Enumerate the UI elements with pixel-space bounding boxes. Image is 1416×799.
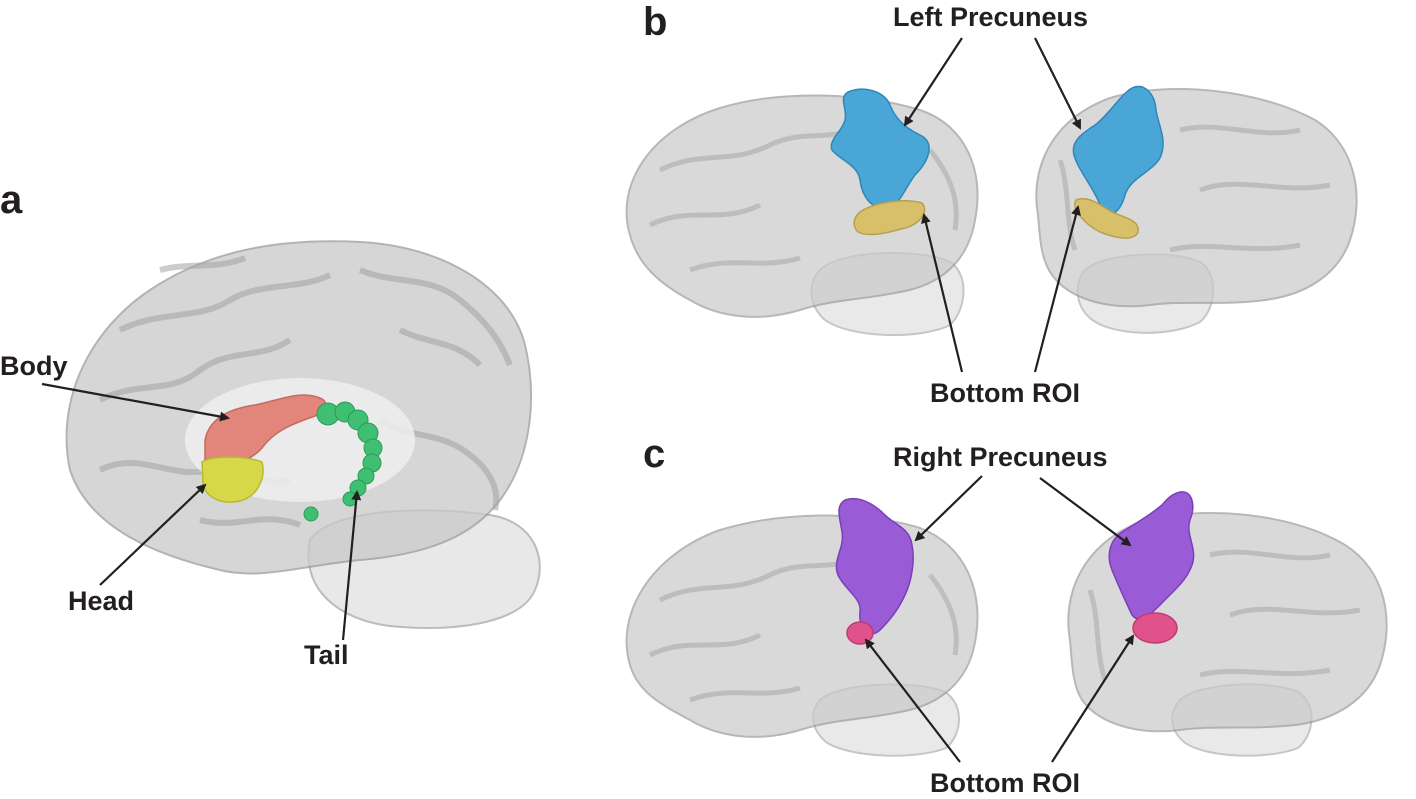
panel-b-right-cortex <box>1035 88 1358 308</box>
panel-a-brain <box>65 240 541 629</box>
arrow-bottom-roi-c2 <box>1051 634 1135 763</box>
panel-b-right-bottom-roi <box>1074 198 1139 239</box>
annotation-arrows <box>41 37 1135 763</box>
arrow-right-precuneus-c1 <box>914 475 983 542</box>
panel-c-left-bottom-roi <box>846 621 874 645</box>
arrow-head <box>99 483 207 586</box>
label-left-precuneus: Left Precuneus <box>893 2 1089 32</box>
panel-b-left-brain <box>625 88 979 336</box>
arrow-left-precuneus-b1 <box>903 37 963 127</box>
label-right-precuneus: Right Precuneus <box>893 442 1108 472</box>
panel-a-letter: a <box>0 178 23 222</box>
panel-c-left-brain <box>625 498 979 757</box>
panel-b-left-cortex <box>625 94 979 318</box>
panel-c-right-precuneus-region <box>1108 491 1195 620</box>
arrow-tail <box>341 490 362 641</box>
caudate-head <box>201 456 264 503</box>
panel-c-right-bottom-roi <box>1132 612 1178 644</box>
panel-c-left-precuneus-region <box>835 498 914 635</box>
panel-b-left-gyri <box>648 127 959 273</box>
arrow-right-precuneus-c2 <box>1039 477 1132 547</box>
label-bottom-roi-b: Bottom ROI <box>930 378 1080 408</box>
panel-c-left-cortex <box>625 514 979 738</box>
label-bottom-roi-c: Bottom ROI <box>930 768 1080 798</box>
panel-b-right-gyri <box>1057 124 1331 253</box>
arrow-bottom-roi-b2 <box>1033 205 1081 373</box>
label-head: Head <box>68 586 135 616</box>
panel-b-right-brain <box>1035 85 1358 334</box>
panel-c-left-gyri <box>648 557 959 703</box>
panel-b-left-bottom-roi <box>853 200 926 236</box>
panel-c-right-brain <box>1067 491 1388 757</box>
label-body: Body <box>0 351 68 381</box>
arrow-bottom-roi-b1 <box>921 213 964 373</box>
arrow-left-precuneus-b2 <box>1034 37 1081 130</box>
arrow-bottom-roi-c1 <box>864 638 961 763</box>
panel-c-right-gyri <box>1087 549 1361 681</box>
arrow-body <box>41 382 230 422</box>
label-tail: Tail <box>304 640 349 670</box>
panel-c-letter: c <box>643 432 666 476</box>
panel-b-letter: b <box>643 0 668 44</box>
